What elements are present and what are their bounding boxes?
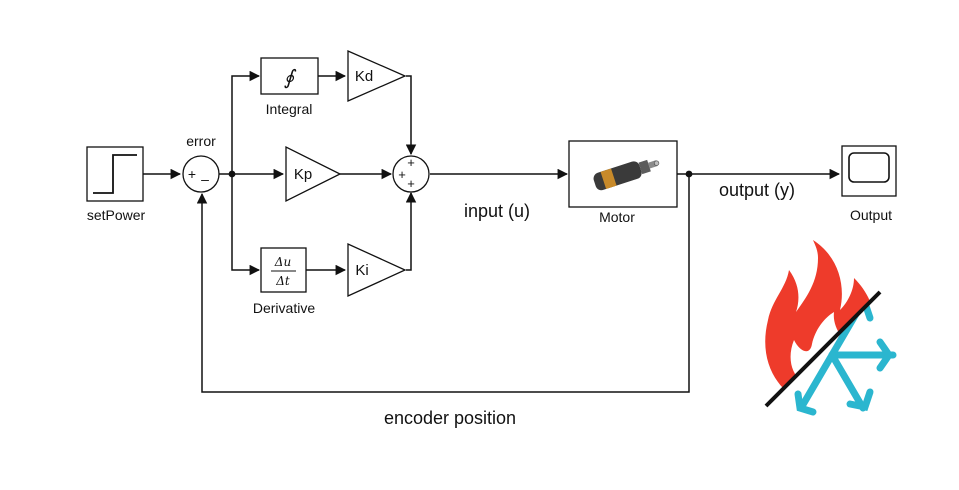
kd-gain-block[interactable]: Kd xyxy=(347,50,407,102)
fire-ice-divider xyxy=(764,290,882,408)
derivative-block[interactable]: Δu Δt xyxy=(260,247,307,293)
signal-wires xyxy=(143,70,841,393)
input-signal-label: input (u) xyxy=(464,201,530,221)
integral-block[interactable]: ∮ xyxy=(260,57,319,95)
pid-sum-block[interactable]: + + + xyxy=(392,155,430,193)
error-label: error xyxy=(186,133,216,149)
derivative-numerator: Δu xyxy=(274,255,291,269)
wire-error-to-integral xyxy=(231,70,261,174)
branch-point-output xyxy=(685,170,693,178)
wire-error-to-derivative xyxy=(231,174,261,276)
motor-icon xyxy=(593,159,660,191)
wire-ki-to-sum xyxy=(405,191,417,271)
ki-gain-label: Ki xyxy=(355,262,368,279)
integral-icon: ∮ xyxy=(284,65,297,89)
error-sum-minus-sign: – xyxy=(201,171,209,187)
setpower-label: setPower xyxy=(87,207,146,223)
wire-kd-to-sum xyxy=(405,75,417,156)
pid-sum-sign-left: + xyxy=(398,167,406,182)
kd-gain-label: Kd xyxy=(355,68,373,85)
feedback-signal-label: encoder position xyxy=(384,408,516,428)
pid-sum-circle xyxy=(392,155,430,193)
ki-gain-triangle xyxy=(347,242,407,298)
wire-feedback-loop xyxy=(196,174,690,393)
ki-gain-block[interactable]: Ki xyxy=(347,242,407,298)
derivative-block-body xyxy=(260,247,307,293)
branch-point-error xyxy=(228,170,236,178)
fire-and-ice-icon xyxy=(764,240,897,416)
derivative-denominator: Δt xyxy=(275,274,290,288)
step-icon xyxy=(93,154,137,194)
integral-block-body xyxy=(260,57,319,95)
kp-gain-block[interactable]: Kp xyxy=(285,145,342,203)
pid-sum-sign-bottom: + xyxy=(407,176,415,191)
motor-block[interactable] xyxy=(568,140,678,208)
output-label: Output xyxy=(850,207,892,223)
kp-gain-triangle xyxy=(285,145,342,203)
derivative-label: Derivative xyxy=(253,300,315,316)
error-sum-circle xyxy=(182,155,220,193)
error-sum-block[interactable]: + – xyxy=(182,155,220,193)
setpower-block[interactable] xyxy=(86,146,144,202)
pid-sum-sign-top: + xyxy=(407,155,415,170)
output-signal-label: output (y) xyxy=(719,180,795,200)
setpower-block-body xyxy=(86,146,144,202)
integral-label: Integral xyxy=(266,101,313,117)
kd-gain-triangle xyxy=(347,50,407,102)
kp-gain-label: Kp xyxy=(294,166,312,183)
error-sum-plus-sign: + xyxy=(188,166,196,182)
motor-label: Motor xyxy=(599,209,635,225)
output-scope-block[interactable] xyxy=(841,145,897,197)
scope-icon xyxy=(848,152,890,183)
